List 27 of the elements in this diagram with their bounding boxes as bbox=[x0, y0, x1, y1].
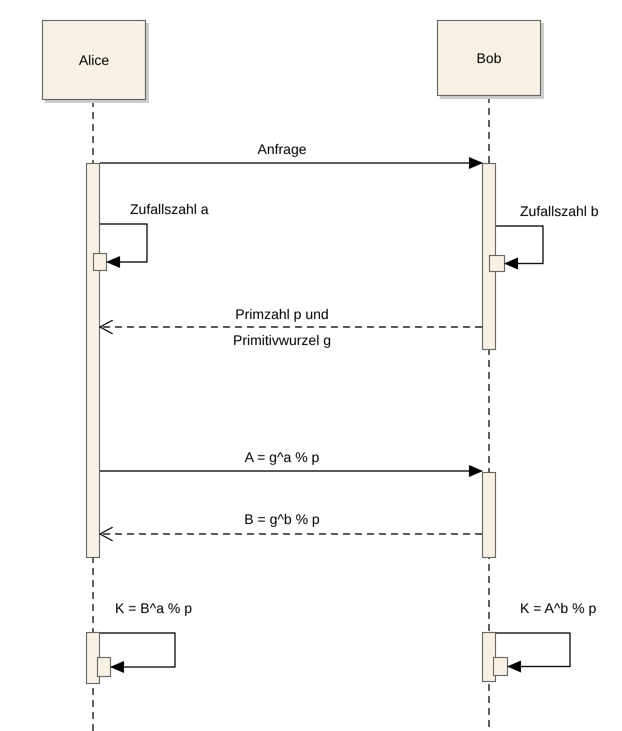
message-label: K = B^a % p bbox=[115, 600, 192, 616]
activation-bar bbox=[86, 632, 100, 684]
message-arrow bbox=[496, 632, 571, 672]
activation-bar bbox=[93, 253, 107, 271]
activation-bar bbox=[86, 163, 100, 558]
message-label: A = g^a % p bbox=[244, 449, 320, 465]
message-label: Zufallszahl a bbox=[130, 201, 209, 217]
activation-bar bbox=[97, 657, 111, 677]
message-label: K = A^b % p bbox=[520, 600, 596, 616]
participant-box: Alice bbox=[42, 20, 146, 100]
activation-bar bbox=[493, 657, 508, 676]
message-arrow bbox=[99, 526, 482, 542]
participant-box: Bob bbox=[437, 20, 541, 96]
message-label: Primzahl p und Primitivwurzel g bbox=[232, 305, 332, 350]
activation-bar bbox=[489, 255, 505, 272]
activation-bar bbox=[482, 472, 496, 558]
message-arrow bbox=[100, 465, 483, 477]
message-arrow bbox=[99, 319, 482, 335]
message-label: Anfrage bbox=[257, 141, 307, 157]
message-label: B = g^b % p bbox=[244, 511, 320, 527]
message-arrow bbox=[496, 225, 544, 270]
message-label: Zufallszahl b bbox=[520, 203, 599, 219]
activation-bar bbox=[482, 163, 496, 350]
message-arrow bbox=[100, 223, 148, 268]
activation-bar bbox=[482, 632, 496, 682]
message-arrow bbox=[100, 632, 176, 673]
message-arrow bbox=[100, 157, 483, 169]
